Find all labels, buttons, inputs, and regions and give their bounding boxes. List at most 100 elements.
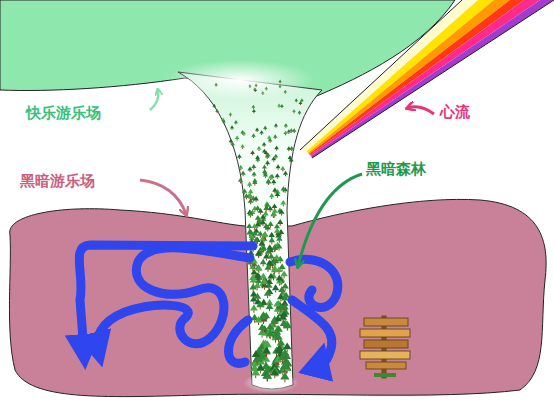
tree-trunk [266,259,267,261]
tree-trunk [253,311,254,313]
tree-trunk [281,234,282,236]
tree [249,284,256,290]
tree [255,127,259,130]
tree [251,133,255,137]
tree-trunk [265,129,266,130]
tree-trunk [250,265,251,267]
tree-trunk [235,123,236,124]
tree-trunk [266,228,267,230]
tree [260,214,266,219]
tree-trunk [284,276,285,278]
tree-trunk [264,284,265,286]
tree-trunk [268,157,269,158]
tree-trunk [280,82,281,83]
tree [266,323,274,330]
tree-trunk [256,86,257,87]
tree-trunk [271,258,272,260]
tree-trunk [267,207,268,209]
tree [238,165,243,169]
rainbow-flow [300,0,554,158]
tree-trunk [259,150,260,151]
tree-trunk [264,287,265,289]
tree [254,84,257,87]
tree-trunk [280,299,281,301]
tree [270,368,279,375]
tree [255,155,260,159]
tree-trunk [240,182,241,184]
tree-trunk [243,175,244,177]
tree-trunk [265,353,266,356]
tree-trunk [267,296,268,298]
tree-trunk [273,160,274,161]
tree [300,98,304,101]
leader-arrow [408,107,434,114]
tree-trunk [275,138,276,139]
tree-trunk [262,335,263,338]
tree [229,112,233,115]
tree [212,104,216,107]
tree [280,200,286,205]
tree [295,98,299,101]
tree-trunk [269,250,270,252]
tree [263,340,272,347]
tree [255,250,262,255]
tree [234,120,238,123]
tree [266,179,271,183]
tree [248,211,254,216]
tree [280,362,289,369]
tree-trunk [277,307,278,309]
tree [263,371,272,378]
tree-trunk [260,307,261,309]
tree [269,237,276,242]
tree-trunk [253,168,254,170]
tree-trunk [274,376,275,379]
tree [277,104,281,107]
tree [252,171,257,175]
tree-trunk [250,87,251,88]
tree [263,126,267,129]
tree-trunk [270,337,271,340]
tree-trunk [271,279,272,281]
tree [274,333,282,340]
tree [255,264,262,270]
tree-trunk [279,249,280,251]
signpost-icon [360,316,410,378]
tree [252,231,258,236]
tree [268,174,273,178]
tree [253,237,259,242]
leader-arrow [150,90,158,110]
tree [298,110,302,113]
tree-trunk [257,288,258,290]
tree-trunk [257,161,258,162]
tree-trunk [263,322,264,324]
tree-trunk [294,112,295,113]
tree-trunk [277,312,278,314]
tree-trunk [277,233,278,235]
tree-trunk [288,150,289,151]
tree [283,342,292,349]
tree [266,179,271,183]
tree-trunk [282,373,283,376]
tree-trunk [267,158,268,159]
tree-trunk [254,228,255,230]
tree-trunk [257,131,258,132]
tree [261,91,265,94]
tree-trunk [264,319,265,321]
tree [237,154,242,158]
tree [261,232,267,237]
tree-trunk [291,161,292,162]
tree-trunk [281,214,282,216]
tree-trunk [273,278,274,280]
tree [269,193,275,197]
tree-trunk [291,132,292,133]
tree-trunk [253,302,254,304]
tree-trunk [275,158,276,159]
tree-trunk [232,145,233,146]
tree [284,322,292,329]
tree [256,301,264,307]
tree [274,223,280,228]
tree-trunk [273,216,274,218]
tree [274,123,278,126]
tree [246,230,252,235]
tree [265,329,273,336]
